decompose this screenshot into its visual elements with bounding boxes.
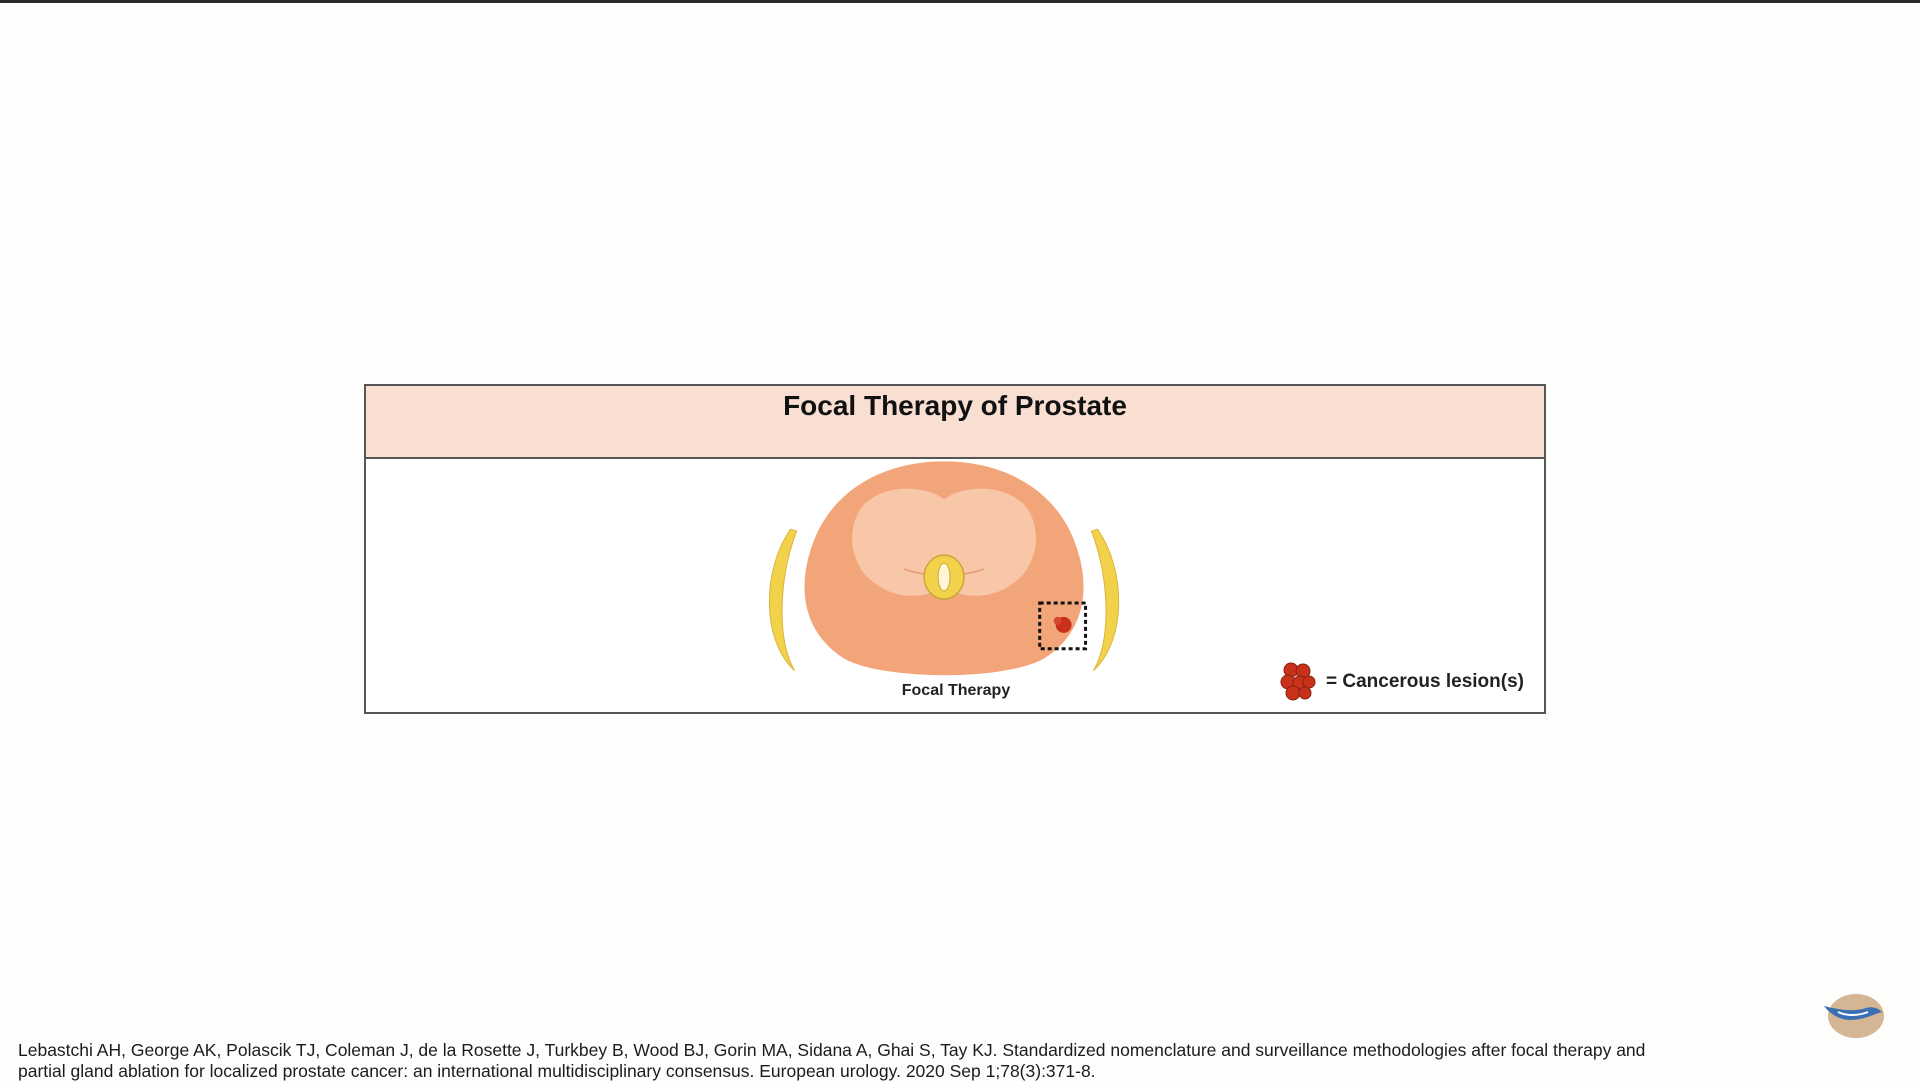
- legend: = Cancerous lesion(s): [1278, 660, 1524, 704]
- legend-label: = Cancerous lesion(s): [1326, 671, 1524, 692]
- lesion-in-prostate-2: [1053, 616, 1062, 625]
- ablation-zone-icon: [1038, 601, 1088, 651]
- cancer-lesion-icon: [1280, 662, 1316, 701]
- citation-line-1: Lebastchi AH, George AK, Polascik TJ, Co…: [18, 1040, 1646, 1060]
- figure-title: Focal Therapy of Prostate: [783, 390, 1127, 421]
- figure-box: Focal Therapy of Prostate: [364, 384, 1546, 714]
- right-neurovascular-bundle: [1090, 528, 1120, 672]
- top-border: [0, 0, 1920, 3]
- diagram-label: Focal Therapy: [901, 682, 1011, 699]
- prostate-diagram: [768, 461, 1120, 676]
- left-neurovascular-bundle: [768, 528, 798, 672]
- figure-header: Focal Therapy of Prostate: [366, 386, 1544, 459]
- citation: Lebastchi AH, George AK, Polascik TJ, Co…: [18, 1040, 1898, 1082]
- prostate-transition-zone: [852, 488, 1036, 596]
- urethra-lumen: [937, 562, 951, 592]
- citation-line-2: partial gland ablation for localized pro…: [18, 1061, 1096, 1081]
- bird-logo-icon: [1824, 994, 1884, 1038]
